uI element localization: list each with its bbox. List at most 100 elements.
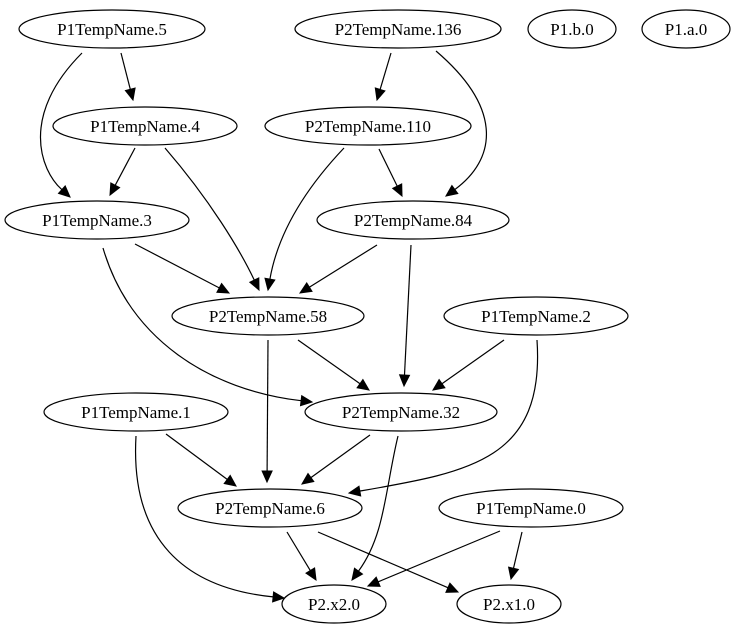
node-label: P2.x2.0: [308, 595, 360, 614]
arrowhead-icon: [351, 567, 364, 581]
edge-p1tempname-5-to-p1tempname-3: [39, 52, 83, 198]
node-ellipse: [438, 488, 624, 528]
edge-p1tempname-3-to-p2tempname-32: [102, 247, 314, 407]
node-ellipse: [43, 392, 229, 432]
node-p2-x2-0[interactable]: P2.x2.0: [281, 584, 387, 624]
node-label: P2TempName.6: [215, 499, 325, 518]
edge-line: [164, 147, 255, 281]
edge-line: [269, 147, 345, 280]
edge-p1tempname-0-to-p2-x2-0: [366, 530, 501, 587]
edge-line: [120, 52, 131, 90]
arrowhead-icon: [216, 282, 231, 294]
edge-p2tempname-110-to-p2tempname-58: [264, 147, 345, 292]
arrowhead-icon: [391, 183, 403, 198]
node-p2tempname-84[interactable]: P2TempName.84: [316, 200, 510, 240]
edge-p1tempname-1-to-p2tempname-6: [165, 433, 237, 487]
edge-p1tempname-0-to-p2-x1-0: [507, 531, 523, 581]
node-p1-b-0[interactable]: P1.b.0: [527, 9, 617, 49]
node-ellipse: [294, 9, 502, 49]
node-label: P1.a.0: [665, 20, 708, 39]
node-p1tempname-2[interactable]: P1TempName.2: [443, 296, 629, 336]
edge-p1tempname-1-to-p2-x2-0: [134, 435, 286, 603]
edge-p1tempname-2-to-p2tempname-32: [432, 339, 505, 391]
edge-p2tempname-110-to-p2tempname-84: [378, 148, 403, 198]
node-ellipse: [171, 296, 365, 336]
edge-p2tempname-58-to-p2tempname-32: [297, 339, 370, 391]
node-label: P1TempName.4: [90, 117, 200, 136]
edge-p1tempname-3-to-p2tempname-58: [134, 243, 231, 294]
edges-layer: [39, 50, 539, 603]
node-p2tempname-32[interactable]: P2TempName.32: [304, 392, 498, 432]
edge-line: [134, 243, 220, 289]
arrowhead-icon: [261, 470, 273, 484]
node-ellipse: [527, 9, 617, 49]
arrowhead-icon: [223, 474, 237, 487]
node-label: P2TempName.32: [342, 403, 460, 422]
arrowhead-icon: [301, 472, 315, 485]
edge-line: [134, 435, 274, 598]
node-p1tempname-1[interactable]: P1TempName.1: [43, 392, 229, 432]
edge-line: [297, 339, 361, 385]
edge-p2tempname-84-to-p2tempname-58: [298, 244, 378, 294]
arrowhead-icon: [366, 576, 381, 587]
arrowhead-icon: [507, 566, 520, 581]
edge-p2tempname-6-to-p2-x2-0: [286, 531, 317, 582]
node-p1tempname-5[interactable]: P1TempName.5: [18, 9, 206, 49]
arrowhead-icon: [305, 567, 317, 582]
arrowhead-icon: [374, 87, 386, 102]
node-p2tempname-136[interactable]: P2TempName.136: [294, 9, 502, 49]
node-label: P1TempName.3: [42, 211, 152, 230]
node-p2tempname-6[interactable]: P2TempName.6: [177, 488, 363, 528]
node-ellipse: [641, 9, 731, 49]
edge-p1tempname-4-to-p1tempname-3: [109, 147, 136, 197]
edge-p2tempname-6-to-p2-x1-0: [317, 531, 460, 593]
arrowhead-icon: [347, 485, 362, 497]
node-ellipse: [281, 584, 387, 624]
arrowhead-icon: [445, 184, 459, 197]
edge-line: [379, 52, 392, 90]
arrowhead-icon: [432, 378, 446, 391]
arrowhead-icon: [264, 277, 276, 292]
edge-line: [317, 531, 449, 589]
arrowhead-icon: [272, 591, 286, 603]
node-label: P2.x1.0: [483, 595, 535, 614]
node-p1tempname-0[interactable]: P1TempName.0: [438, 488, 624, 528]
node-p1tempname-4[interactable]: P1TempName.4: [52, 106, 238, 146]
edge-line: [310, 434, 371, 479]
edge-line: [359, 339, 539, 492]
node-label: P1TempName.2: [481, 307, 591, 326]
node-ellipse: [52, 106, 238, 146]
arrowhead-icon: [57, 184, 71, 198]
edge-p2tempname-136-to-p2tempname-110: [374, 52, 392, 102]
edge-p1tempname-2-to-p2tempname-6: [347, 339, 539, 497]
edge-line: [102, 247, 302, 402]
edge-line: [286, 531, 311, 571]
arrowhead-icon: [398, 374, 411, 388]
edge-p2tempname-32-to-p2-x2-0: [351, 435, 399, 581]
arrowhead-icon: [109, 182, 121, 197]
arrowhead-icon: [356, 378, 370, 391]
edge-p2tempname-58-to-p2tempname-6: [261, 339, 273, 484]
edge-p2tempname-32-to-p2tempname-6: [301, 434, 371, 485]
arrowhead-icon: [299, 394, 314, 407]
edge-line: [308, 244, 378, 288]
edge-line: [377, 530, 501, 583]
edge-p2tempname-136-to-p2tempname-84: [435, 50, 487, 197]
node-p2tempname-58[interactable]: P2TempName.58: [171, 296, 365, 336]
node-label: P1.b.0: [550, 20, 593, 39]
node-ellipse: [456, 584, 562, 624]
arrowhead-icon: [124, 87, 136, 102]
node-p1-a-0[interactable]: P1.a.0: [641, 9, 731, 49]
edge-line: [358, 435, 399, 572]
edge-p1tempname-4-to-p2tempname-58: [164, 147, 260, 292]
node-label: P2TempName.58: [209, 307, 327, 326]
nodes-layer: P1TempName.5 P2TempName.136 P1.b.0 P1.a.0P1…: [4, 9, 731, 624]
node-p1tempname-3[interactable]: P1TempName.3: [4, 200, 190, 240]
node-p2-x1-0[interactable]: P2.x1.0: [456, 584, 562, 624]
node-ellipse: [4, 200, 190, 240]
edge-line: [114, 147, 136, 186]
edge-line: [39, 52, 83, 191]
node-p2tempname-110[interactable]: P2TempName.110: [264, 106, 472, 146]
node-ellipse: [316, 200, 510, 240]
